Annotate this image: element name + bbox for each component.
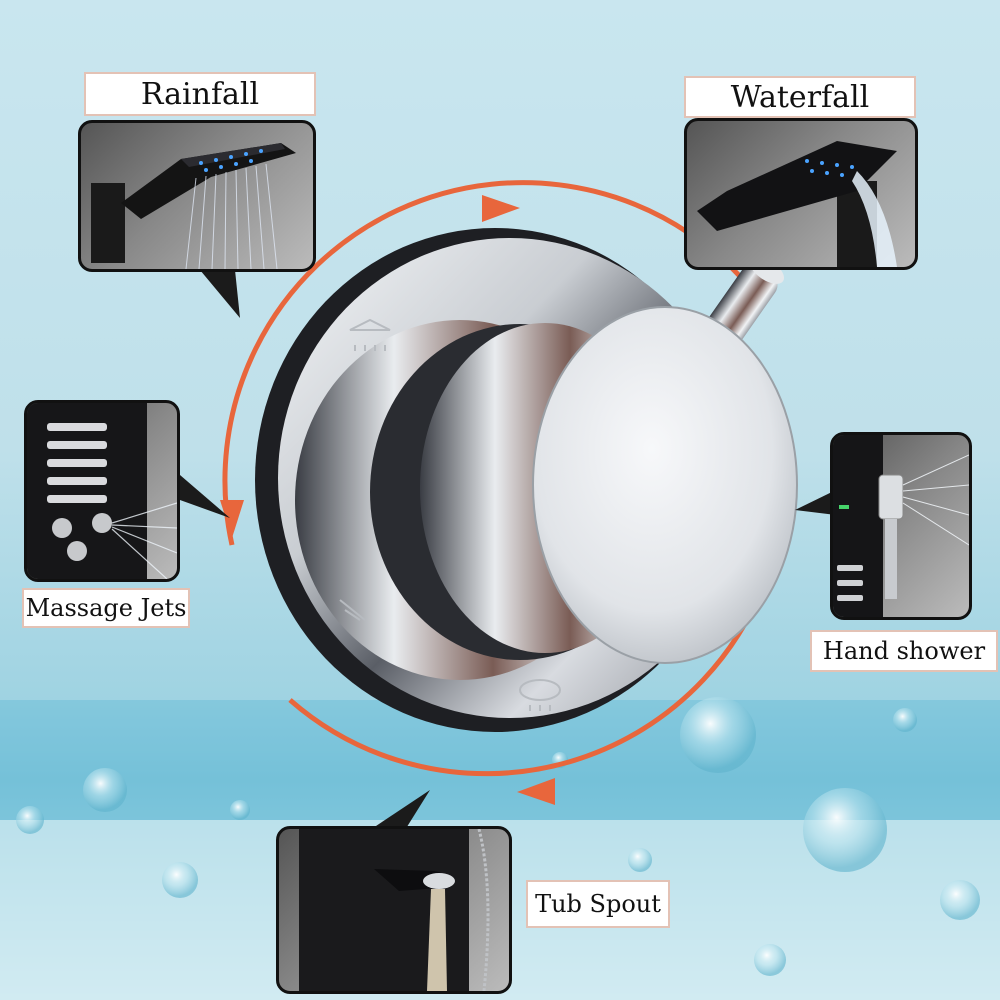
- massage-jets-label: Massage Jets: [22, 588, 190, 628]
- arrow-head-bottom: [517, 778, 555, 805]
- callout-pointers: [180, 270, 836, 830]
- rainfall-icon: [91, 143, 296, 269]
- tub-spout-label: Tub Spout: [526, 880, 670, 928]
- waterfall-inset: [684, 118, 918, 270]
- arrow-head-left: [220, 500, 244, 538]
- hand-shower-icon: [833, 435, 969, 617]
- diverter-knob: [255, 228, 798, 732]
- massage-jets-inset: [24, 400, 180, 582]
- arrow-head-top: [482, 195, 520, 222]
- hand-shower-label: Hand shower: [810, 630, 998, 672]
- rotation-arrows: [220, 180, 775, 805]
- waterfall-icon: [697, 141, 897, 267]
- massage-jets-icon: [27, 403, 177, 579]
- waterfall-label: Waterfall: [684, 76, 916, 118]
- rainfall-inset: [78, 120, 316, 272]
- tub-spout-icon: [299, 829, 490, 991]
- hand-shower-inset: [830, 432, 972, 620]
- rainfall-label: Rainfall: [84, 72, 316, 116]
- tub-spout-inset: [276, 826, 512, 994]
